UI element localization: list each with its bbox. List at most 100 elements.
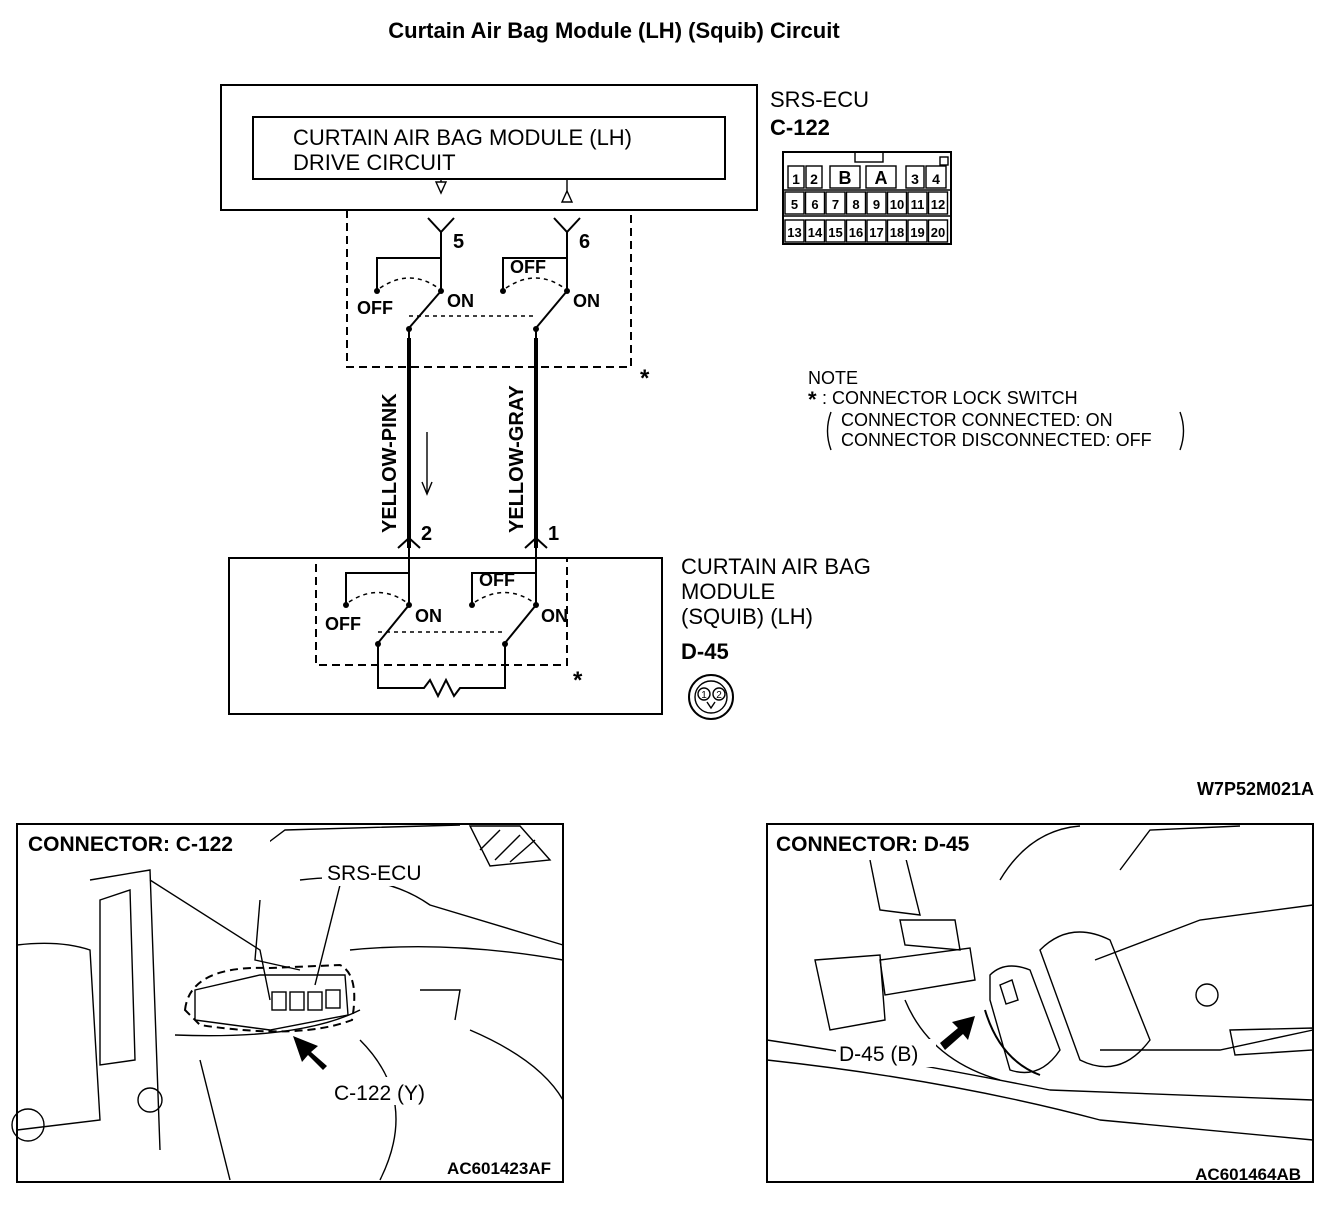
c122-pin-cell — [805, 165, 823, 189]
ecu-left-off: OFF — [357, 298, 393, 318]
wire-right-color: YELLOW-GRAY — [506, 385, 528, 533]
drive-circuit-box — [252, 116, 726, 180]
d45-photo-connector-label: D-45 (B) — [839, 1043, 918, 1066]
c122-pin-cell — [825, 219, 846, 243]
module-left-off: OFF — [325, 614, 361, 634]
ecu-right-off: OFF — [510, 257, 546, 277]
c122-pin-label: 10 — [890, 197, 904, 212]
srs-ecu-callout-bg — [322, 858, 440, 886]
module-right-on: ON — [541, 606, 568, 626]
module-label-line2: MODULE — [681, 579, 775, 604]
module-pin2-label: 2 — [421, 523, 432, 545]
ecu-box — [220, 84, 758, 211]
c122-pin-label: 1 — [792, 171, 800, 187]
c122-pin-label: A — [875, 168, 888, 188]
note-heading: NOTE — [808, 368, 858, 388]
c122-pin-cell — [845, 219, 867, 243]
c122-pin-cell — [927, 219, 949, 243]
c122-pin-cell — [784, 191, 805, 215]
c122-pin-cell — [907, 219, 928, 243]
module-box — [228, 557, 663, 715]
connector-c122-illustration — [11, 823, 564, 1183]
pin6-terminal-icon — [553, 217, 581, 234]
module-left-on: ON — [415, 606, 442, 626]
c122-pin-cell — [886, 219, 908, 243]
diagram-title: Curtain Air Bag Module (LH) (Squib) Circ… — [388, 18, 840, 43]
c122-heading-bg — [22, 828, 270, 860]
c122-pin-label: 17 — [869, 225, 883, 240]
c122-pin-label: 18 — [890, 225, 904, 240]
c122-pin-label: 16 — [849, 225, 863, 240]
c122-pin-label: 5 — [791, 197, 798, 212]
module-asterisk: * — [573, 667, 583, 694]
d45-heading-bg — [772, 828, 1012, 860]
c122-callout-bg — [330, 1077, 442, 1105]
c122-pin-cell — [886, 191, 908, 215]
c122-pin-cell — [865, 165, 897, 189]
c122-pin-label: 20 — [931, 225, 945, 240]
d45-pin1-terminal-icon — [524, 536, 548, 549]
c122-pin-cell — [804, 191, 826, 215]
ecu-left-on: ON — [447, 291, 474, 311]
c122-photo-code: AC601423AF — [447, 1159, 551, 1178]
note-line2: CONNECTOR CONNECTED: ON — [841, 410, 1113, 430]
module-lock-switch-area — [315, 557, 568, 666]
c122-pin-label: 6 — [811, 197, 818, 212]
input-arrow-up-icon — [560, 189, 574, 203]
d45-pin2: 2 — [716, 690, 722, 701]
c122-pin-cell — [907, 191, 928, 215]
c122-pin-label: 7 — [832, 197, 839, 212]
output-arrow-down-icon — [434, 181, 448, 195]
c122-pin-cell — [845, 191, 867, 215]
ecu-lock-switch-area — [346, 210, 632, 368]
c122-pin-label: 9 — [873, 197, 880, 212]
ecu-connector-id: C-122 — [770, 115, 830, 140]
c122-photo-srs-ecu-label: SRS-ECU — [327, 862, 422, 885]
ecu-pin5-label: 5 — [453, 231, 464, 253]
c122-pin-label: 3 — [911, 171, 919, 187]
c122-pin-label: 4 — [932, 171, 940, 187]
note-bracket-left — [826, 411, 832, 451]
c122-photo-heading: CONNECTOR: C-122 — [28, 833, 233, 856]
ecu-right-on: ON — [573, 291, 600, 311]
c122-pin-label: 15 — [828, 225, 842, 240]
c122-pin-cell — [905, 165, 925, 189]
c122-pin-cell — [784, 219, 805, 243]
c122-pin-cell — [866, 191, 887, 215]
d45-callout-bg — [836, 1039, 936, 1067]
d45-photo-code: AC601464AB — [1195, 1165, 1301, 1184]
drive-circuit-line1: CURTAIN AIR BAG MODULE (LH) — [293, 125, 632, 150]
c122-pin-cell — [925, 165, 947, 189]
note-star: * — [808, 387, 817, 412]
note-line1: : CONNECTOR LOCK SWITCH — [822, 388, 1078, 408]
connector-d45-illustration — [766, 823, 1314, 1183]
d45-connector-face: 1 2 — [688, 674, 734, 720]
d45-pin1: 1 — [701, 690, 707, 701]
c122-pin-label: 12 — [931, 197, 945, 212]
c122-pin-label: 14 — [808, 225, 823, 240]
c122-pin-label: 19 — [910, 225, 924, 240]
c122-pin-cell — [825, 191, 846, 215]
pin5-terminal-icon — [427, 217, 455, 234]
ecu-left-switch — [374, 232, 444, 340]
module-right-off: OFF — [479, 570, 515, 590]
c122-pin-cell — [804, 219, 826, 243]
ecu-right-switch — [500, 232, 570, 340]
d45-pin2-terminal-icon — [397, 536, 421, 549]
c122-pin-label: 11 — [911, 197, 925, 212]
module-label-line3: (SQUIB) (LH) — [681, 604, 813, 629]
drive-circuit-line2: DRIVE CIRCUIT — [293, 150, 456, 175]
c122-photo-connector-label: C-122 (Y) — [334, 1082, 425, 1105]
note-bracket-right — [1179, 411, 1185, 451]
ecu-label: SRS-ECU — [770, 87, 869, 112]
wire-left-color: YELLOW-PINK — [379, 393, 401, 533]
c122-pin-label: 2 — [810, 171, 818, 187]
c122-pin-label: B — [839, 168, 852, 188]
c122-pin-label: 13 — [787, 225, 801, 240]
d45-photo-heading: CONNECTOR: D-45 — [776, 833, 970, 856]
module-connector-id: D-45 — [681, 639, 729, 664]
module-pin1-label: 1 — [548, 523, 559, 545]
note-line3: CONNECTOR DISCONNECTED: OFF — [841, 430, 1152, 450]
